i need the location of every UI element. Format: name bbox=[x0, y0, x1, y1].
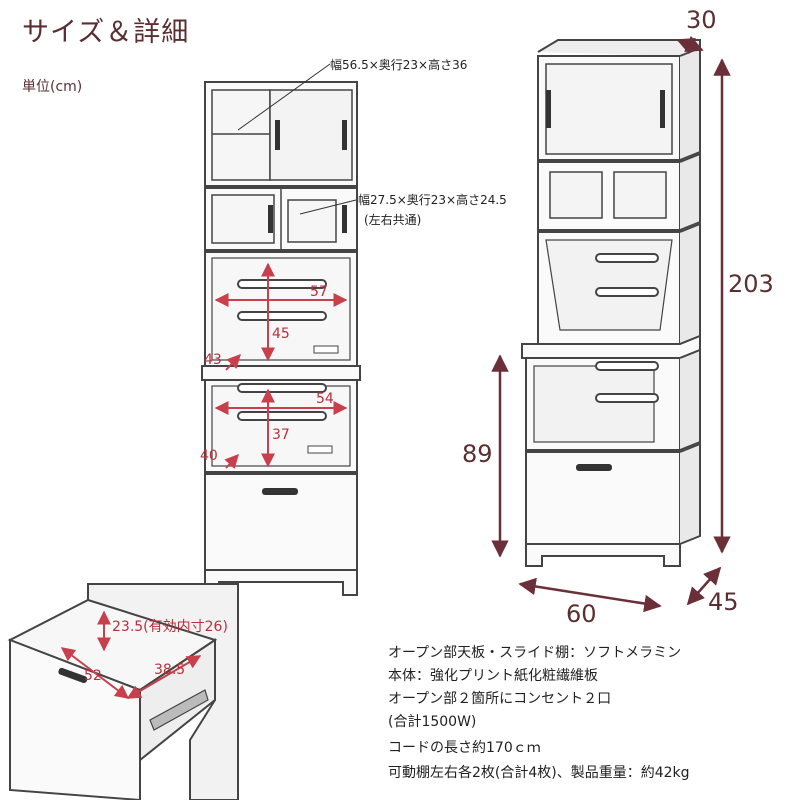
spec-line: オープン部２箇所にコンセント２口 bbox=[388, 691, 612, 707]
spec-line: (合計1500W) bbox=[388, 714, 477, 730]
upper-width-label: 57 bbox=[310, 284, 328, 300]
top-depth-arrow bbox=[676, 35, 704, 55]
side-view bbox=[521, 39, 701, 567]
upper-depth-arrow bbox=[225, 353, 241, 371]
drawer-width-label: 52 bbox=[84, 668, 102, 684]
front-dim-arrows bbox=[214, 262, 348, 470]
total-height-label: 203 bbox=[728, 270, 774, 298]
top-cabinet-callout: 幅56.5×奥行23×高さ36 bbox=[330, 58, 468, 72]
spec-line: オープン部天板・スライド棚：ソフトメラミン bbox=[388, 645, 682, 661]
lower-width-label: 54 bbox=[316, 391, 334, 407]
drawer-rail bbox=[149, 689, 209, 731]
top-depth-label: 30 bbox=[686, 6, 717, 34]
drawer-dim-arrows bbox=[60, 610, 202, 699]
front-counter bbox=[201, 365, 361, 381]
page-title: サイズ＆詳細 bbox=[22, 17, 190, 48]
drawer-width-arrow bbox=[60, 647, 130, 699]
lower-depth-arrow bbox=[224, 453, 239, 470]
spec-line: 可動棚左右各2枚(合計4枚)、製品重量：約42kg bbox=[388, 765, 690, 781]
front-view bbox=[201, 81, 361, 596]
callout-lines bbox=[237, 63, 357, 215]
side-dim-arrows bbox=[491, 35, 731, 613]
drawer-depth-label: 38.5 bbox=[154, 662, 186, 678]
upper-height-label: 45 bbox=[272, 326, 290, 342]
mid-cabinet-note: (左右共通) bbox=[364, 213, 422, 227]
spec-line: コードの長さ約170ｃｍ bbox=[388, 740, 541, 756]
lower-height-label: 37 bbox=[272, 427, 290, 443]
side-base bbox=[525, 543, 681, 567]
upper-depth-label: 43 bbox=[204, 352, 222, 368]
width-label: 60 bbox=[566, 600, 597, 628]
width-arrow bbox=[518, 577, 662, 613]
counter-height-label: 89 bbox=[462, 440, 493, 468]
depth-label: 45 bbox=[708, 588, 739, 616]
spec-line: 本体：強化プリント紙化粧繊維板 bbox=[388, 668, 598, 684]
drawer-height-label: 23.5(有効内寸26) bbox=[112, 619, 228, 635]
lower-depth-label: 40 bbox=[200, 448, 218, 464]
depth-arrow bbox=[686, 566, 722, 606]
mid-cabinet-callout: 幅27.5×奥行23×高さ24.5 bbox=[358, 193, 507, 207]
unit-label: 単位(cm) bbox=[22, 79, 83, 95]
drawer-depth-arrow bbox=[126, 655, 202, 699]
